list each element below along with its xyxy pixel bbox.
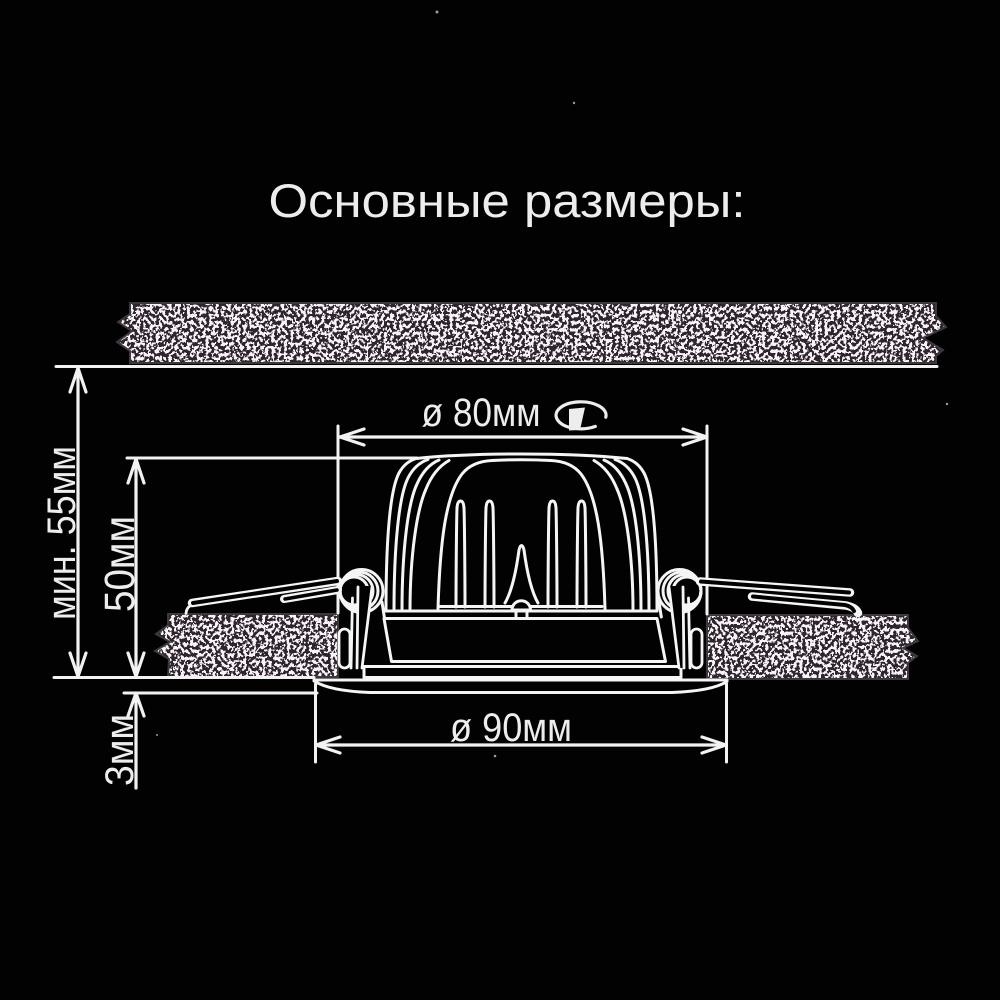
svg-text:мин. 55мм: мин. 55мм [40,446,84,620]
svg-text:50мм: 50мм [96,516,144,612]
svg-text:Основные размеры:: Основные размеры: [269,174,746,227]
svg-text:ø 80мм: ø 80мм [422,391,541,435]
svg-text:3мм: 3мм [98,714,142,786]
svg-text:ø 90мм: ø 90мм [450,706,572,750]
